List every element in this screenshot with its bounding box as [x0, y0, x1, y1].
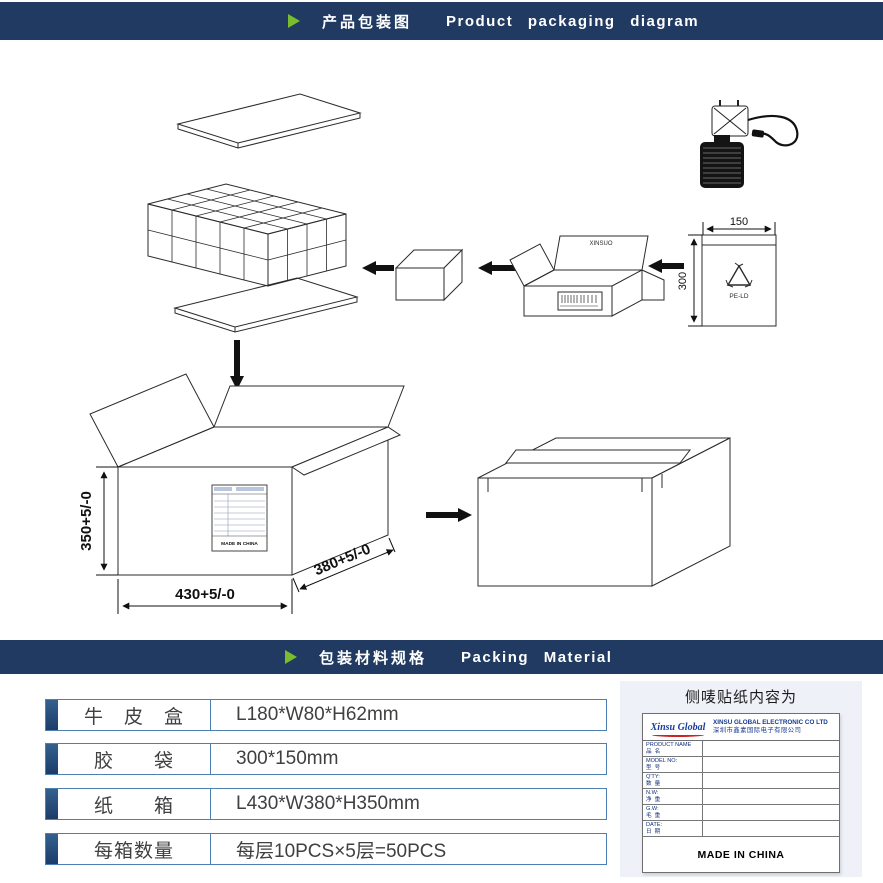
field-zh: 品名 — [646, 748, 664, 755]
product-box-stack — [147, 183, 347, 287]
company-name-en: XINSU GLOBAL ELECTRONIC CO LTD — [713, 718, 828, 726]
carton-label-made-in-china: MADE IN CHINA — [221, 541, 258, 547]
packing-material-bar: 包装材料规格 Packing Material — [0, 640, 883, 674]
flow-arrow-left-2 — [478, 261, 516, 275]
spec-value: L430*W380*H350mm — [236, 793, 420, 814]
spec-label: 牛 皮 盒 — [58, 700, 211, 730]
field-en: MODEL NO: — [646, 758, 678, 764]
spec-label: 纸 箱 — [58, 789, 211, 819]
field-en: N.W: — [646, 790, 659, 796]
company-block: XINSU GLOBAL ELECTRONIC CO LTD 深圳市鑫素国际电子… — [713, 719, 839, 735]
side-label-title: 侧唛贴纸内容为 — [684, 689, 797, 706]
flow-arrow-right — [426, 508, 472, 522]
field-value-empty — [703, 821, 839, 836]
carton-height-dim: 350+5/-0 — [78, 491, 95, 551]
packing-title-en: Packing Material — [461, 648, 613, 666]
made-in-china-text: MADE IN CHINA — [697, 848, 785, 861]
top-header-bar: 产品包装图 Product packaging diagram — [0, 2, 883, 40]
shipping-mark-label: Xinsu Global XINSU GLOBAL ELECTRONIC CO … — [642, 713, 840, 873]
field-zh: 数量 — [646, 780, 664, 787]
green-arrow-icon — [285, 650, 297, 664]
sealed-carton — [477, 437, 731, 587]
company-name-zh: 深圳市鑫素国际电子有限公司 — [713, 727, 802, 734]
label-row-nw: N.W:净重 — [643, 789, 839, 805]
bag-dimensions — [688, 222, 776, 327]
field-value-empty — [703, 741, 839, 756]
spec-label: 每箱数量 — [58, 834, 211, 864]
field-zh: 净重 — [646, 796, 664, 803]
field-zh: 型号 — [646, 764, 664, 771]
carton-length-dim: 430+5/-0 — [175, 586, 235, 603]
spec-row-qty-per-carton: 每箱数量 每层10PCS×5层=50PCS — [45, 833, 607, 865]
bag-material-text: PE-LD — [729, 293, 748, 300]
row-accent-bar — [46, 744, 58, 774]
field-en: Q'TY: — [646, 774, 660, 780]
spec-row-plastic-bag: 胶 袋 300*150mm — [45, 743, 607, 775]
field-en: DATE: — [646, 822, 663, 828]
field-value-empty — [703, 773, 839, 788]
label-header: Xinsu Global XINSU GLOBAL ELECTRONIC CO … — [643, 714, 839, 741]
label-row-date: DATE:日期 — [643, 821, 839, 837]
kraft-box-open: XINSUO — [509, 235, 665, 317]
row-accent-bar — [46, 834, 58, 864]
field-zh: 毛重 — [646, 812, 664, 819]
bag-height-dim: 300 — [677, 272, 689, 290]
field-zh: 日期 — [646, 828, 664, 835]
brand-logo-swoosh-icon — [652, 733, 704, 737]
brand-logo-text: Xinsu Global — [650, 722, 706, 733]
packaging-diagram: XINSUO PE-LD 150 300 — [78, 93, 799, 614]
label-row-gw: G.W:毛重 — [643, 805, 839, 821]
flow-arrow-left-3 — [648, 259, 684, 273]
field-value-empty — [703, 789, 839, 804]
label-row-model-no: MODEL NO:型号 — [643, 757, 839, 773]
plastic-bag: PE-LD — [701, 234, 777, 327]
page-title-en: Product packaging diagram — [446, 12, 700, 30]
kraft-box-closed — [394, 248, 464, 302]
spec-value: L180*W80*H62mm — [236, 704, 399, 725]
field-value-empty — [703, 757, 839, 772]
green-arrow-icon — [288, 14, 300, 28]
packing-title-zh: 包装材料规格 — [319, 649, 428, 667]
spec-value: 300*150mm — [236, 748, 339, 769]
row-accent-bar — [46, 700, 58, 730]
spec-row-carton: 纸 箱 L430*W380*H350mm — [45, 788, 607, 820]
flow-arrows — [230, 259, 684, 522]
row-accent-bar — [46, 789, 58, 819]
cardboard-sheet-top — [176, 93, 362, 149]
flow-arrow-left-1 — [362, 261, 394, 275]
carton-dimensions — [96, 466, 396, 614]
power-adapter — [700, 100, 799, 188]
cardboard-sheet-bottom — [173, 277, 359, 333]
page-title-zh: 产品包装图 — [322, 13, 413, 31]
spec-row-kraft-box: 牛 皮 盒 L180*W80*H62mm — [45, 699, 607, 731]
bag-width-dim: 150 — [730, 216, 748, 228]
field-en: PRODUCT NAME — [646, 742, 692, 748]
brand-logo: Xinsu Global — [643, 717, 713, 737]
flow-arrow-down — [230, 340, 244, 390]
field-value-empty — [703, 805, 839, 820]
spec-label: 胶 袋 — [58, 744, 211, 774]
carton-side-label: MADE IN CHINA — [211, 484, 268, 552]
side-label-panel: 侧唛贴纸内容为 Xinsu Global XINSU GLOBAL ELECTR… — [620, 681, 862, 877]
inner-box-brand-text: XINSUO — [589, 241, 612, 247]
spec-value: 每层10PCS×5层=50PCS — [236, 840, 447, 862]
recycle-icon — [726, 264, 752, 286]
field-en: G.W: — [646, 806, 659, 812]
label-row-qty: Q'TY:数量 — [643, 773, 839, 789]
